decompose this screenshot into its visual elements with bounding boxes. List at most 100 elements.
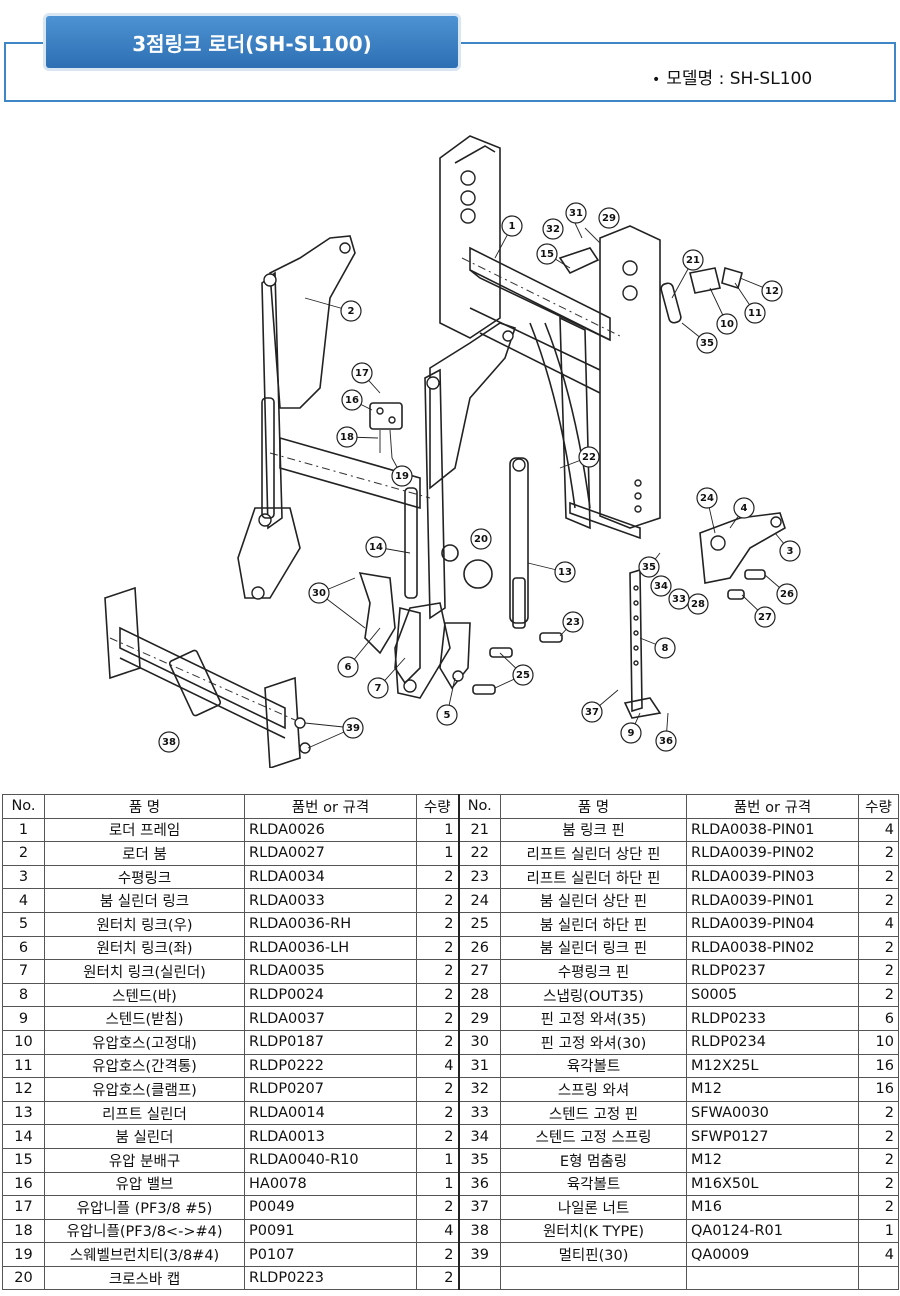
part-number: RLDA0039-PIN04 [686, 911, 859, 937]
part-no: 35 [457, 1147, 501, 1173]
callout-19: 19 [391, 465, 413, 487]
part-number: RLDP0233 [686, 1006, 859, 1031]
part-number: M12 [686, 1147, 859, 1173]
part-no: 36 [457, 1171, 501, 1197]
part-no: 1 [2, 817, 45, 843]
part-name: 원터치 링크(좌) [44, 935, 245, 961]
col-header-qty: 수량 [858, 794, 899, 819]
svg-text:28: 28 [691, 599, 705, 610]
callout-15: 15 [536, 243, 558, 265]
svg-text:18: 18 [340, 432, 354, 443]
part-number: QA0009 [686, 1242, 859, 1267]
col-header-part: 품번 or 규격 [686, 794, 859, 819]
part-number: RLDA0033 [244, 888, 417, 913]
part-number [686, 1265, 859, 1291]
part-name: 스냅링(OUT35) [500, 982, 687, 1008]
part-no: 23 [457, 864, 501, 890]
part-qty: 2 [416, 1242, 459, 1267]
part-qty [858, 1265, 899, 1291]
part-name: 스웨벨브런치티(3/8#4) [44, 1242, 245, 1267]
part-number: M16X50L [686, 1171, 859, 1197]
part-qty: 1 [416, 1171, 459, 1197]
link-assembly-drawing [472, 512, 786, 719]
part-name: 붐 실린더 상단 핀 [500, 888, 687, 913]
callout-10: 10 [716, 313, 738, 335]
part-no: 26 [457, 935, 501, 961]
svg-text:21: 21 [686, 255, 700, 266]
svg-text:16: 16 [345, 395, 359, 406]
callout-38: 38 [158, 731, 180, 753]
svg-text:5: 5 [444, 710, 451, 721]
part-qty: 2 [416, 1124, 459, 1149]
part-number: RLDP0207 [244, 1077, 417, 1102]
part-qty: 2 [416, 864, 459, 890]
part-no: 34 [457, 1124, 501, 1149]
callout-12: 12 [761, 280, 783, 302]
page-title: 3점링크 로더(SH-SL100) [46, 16, 458, 68]
part-number: QA0124-R01 [686, 1218, 859, 1244]
part-no: 37 [457, 1195, 501, 1220]
part-qty: 2 [858, 982, 899, 1008]
svg-text:33: 33 [672, 594, 686, 605]
part-no: 20 [2, 1265, 45, 1291]
part-qty: 2 [416, 935, 459, 961]
part-no: 19 [2, 1242, 45, 1267]
svg-text:19: 19 [395, 471, 409, 482]
part-qty: 2 [416, 1029, 459, 1055]
valve-drawing [369, 222, 743, 459]
part-no: 11 [2, 1053, 45, 1079]
part-no: 17 [2, 1195, 45, 1220]
part-qty: 1 [416, 817, 459, 843]
part-number: RLDA0037 [244, 1006, 417, 1031]
part-qty: 1 [858, 1218, 899, 1244]
callout-31: 31 [565, 202, 587, 224]
part-qty: 4 [858, 817, 899, 843]
callout-18: 18 [336, 426, 358, 448]
part-number: HA0078 [244, 1171, 417, 1197]
callout-8: 8 [654, 637, 676, 659]
callout-35: 35 [696, 332, 718, 354]
part-qty: 16 [858, 1077, 899, 1102]
part-name: 육각볼트 [500, 1171, 687, 1197]
part-no: 28 [457, 982, 501, 1008]
part-number: RLDA0027 [244, 841, 417, 866]
col-header-no: No. [457, 794, 501, 819]
part-no: 25 [457, 911, 501, 937]
part-name: 나일론 너트 [500, 1195, 687, 1220]
part-number: P0091 [244, 1218, 417, 1244]
callout-36: 36 [655, 730, 677, 752]
svg-text:12: 12 [765, 286, 779, 297]
callout-23: 23 [562, 611, 584, 633]
callout-13: 13 [554, 561, 576, 583]
part-no: 12 [2, 1077, 45, 1102]
parts-table: No. 품 명 품번 or 규격 수량 No. 품 명 품번 or 규격 수량 … [2, 794, 899, 1291]
part-name: 원터치 링크(우) [44, 911, 245, 937]
svg-text:14: 14 [369, 542, 383, 553]
part-number: RLDA0040-R10 [244, 1147, 417, 1173]
part-qty: 2 [858, 959, 899, 984]
leader-lines [304, 225, 791, 749]
part-no: 29 [457, 1006, 501, 1031]
part-name: 유압호스(고정대) [44, 1029, 245, 1055]
svg-text:9: 9 [628, 728, 635, 739]
part-name: 리프트 실린더 상단 핀 [500, 841, 687, 866]
callout-16: 16 [341, 389, 363, 411]
part-number: RLDA0013 [244, 1124, 417, 1149]
part-no: 13 [2, 1100, 45, 1126]
callout-34: 34 [650, 575, 672, 597]
svg-text:32: 32 [546, 224, 560, 235]
part-no: 9 [2, 1006, 45, 1031]
part-name: 원터치(K TYPE) [500, 1218, 687, 1244]
callout-6: 6 [337, 656, 359, 678]
part-name: 유압 분배구 [44, 1147, 245, 1173]
part-no: 31 [457, 1053, 501, 1079]
callout-28: 28 [687, 593, 709, 615]
part-qty: 2 [858, 841, 899, 866]
part-number: RLDA0038-PIN01 [686, 817, 859, 843]
part-qty: 1 [416, 1147, 459, 1173]
part-number: SFWP0127 [686, 1124, 859, 1149]
